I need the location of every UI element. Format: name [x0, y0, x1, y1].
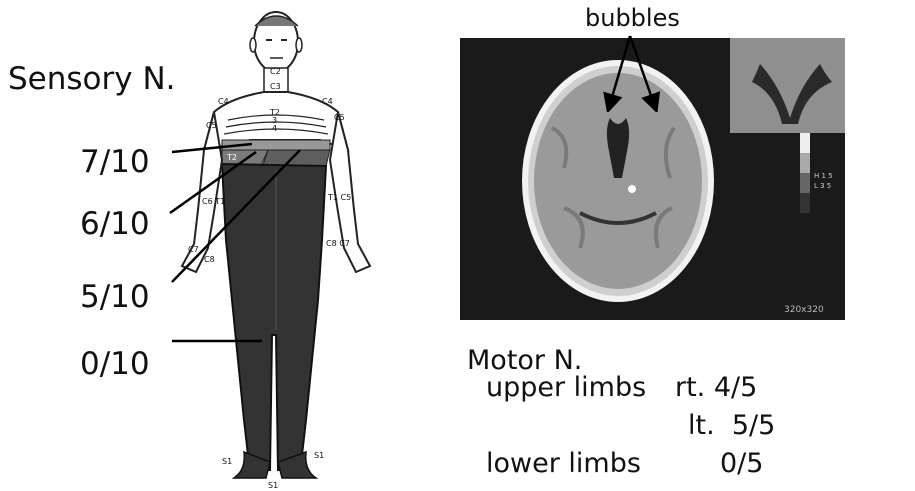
label-t1c5-right: T1 C5 [327, 193, 351, 202]
label-c5-right: C5 [334, 113, 345, 122]
label-s1-right: S1 [314, 451, 324, 460]
motor-title: Motor N. [467, 347, 582, 374]
zone-0-10 [222, 164, 326, 470]
label-c7-left: C7 [188, 245, 199, 254]
upper-limbs-left-value: lt. 5/5 [688, 412, 775, 439]
label-c8c7-right: C8 C7 [326, 239, 350, 248]
label-t2-side: T2 [226, 153, 237, 162]
label-t4: 4 [272, 124, 277, 133]
scale-bottom-label: L 3 5 [814, 182, 831, 190]
bubbles-arrows [600, 32, 670, 112]
label-c8-left: C8 [204, 255, 215, 264]
label-s1-left: S1 [222, 457, 232, 466]
label-c4-left: C4 [218, 97, 229, 106]
lower-limbs-value: 0/5 [720, 450, 763, 477]
label-s1-bottom: S1 [268, 481, 278, 490]
arrow-right [630, 36, 654, 104]
upper-limbs-label: upper limbs [486, 374, 646, 401]
head [250, 12, 302, 72]
label-c6t1-left: C6 T1 [202, 197, 225, 206]
label-c2: C2 [270, 67, 281, 76]
matrix-label: 320x320 [784, 305, 824, 315]
calcification [628, 185, 636, 193]
bubbles-label: bubbles [585, 6, 680, 30]
scale-top-label: H 1 5 [814, 172, 833, 180]
arrow-left [610, 36, 630, 104]
lower-limbs-label: lower limbs [486, 450, 641, 477]
label-c4-right: C4 [322, 97, 333, 106]
right-arm [330, 112, 370, 272]
label-c5-left: C5 [206, 121, 217, 130]
label-c3: C3 [270, 82, 281, 91]
upper-limbs-right-value: rt. 4/5 [675, 374, 757, 401]
